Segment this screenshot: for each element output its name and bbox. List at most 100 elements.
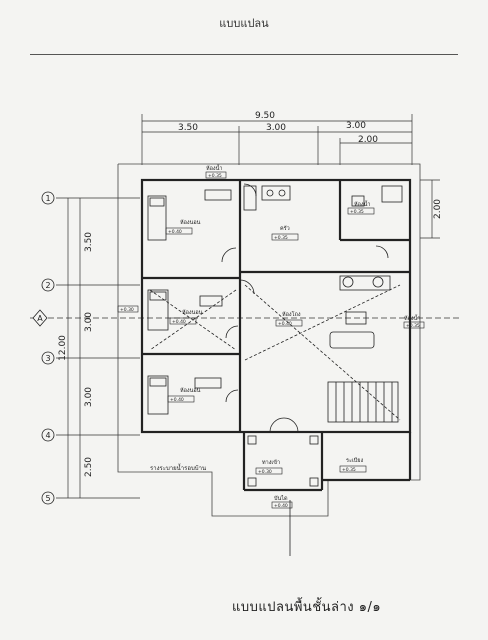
- door-swing-bath: [375, 245, 389, 259]
- dim-left-seg-3: 3.00: [84, 387, 94, 407]
- axis-bubble-1: [41, 191, 55, 205]
- axis-bubble-4: [41, 428, 55, 442]
- level-tag-bed3-box: [167, 395, 195, 403]
- door-swing-bed3: [225, 389, 239, 403]
- door-swing-bed2: [225, 325, 239, 339]
- gutter-note: รางระบายน้ำรอบบ้าน: [150, 462, 206, 472]
- basin: [381, 185, 403, 203]
- level-entry: +0.30: [258, 469, 272, 475]
- dim-top-seg-1: 3.50: [178, 123, 198, 133]
- stair: [327, 381, 399, 423]
- laundry-counter: [339, 275, 391, 291]
- dim-top-seg-2: 3.00: [266, 123, 286, 133]
- level-bath-c: +0.35: [406, 323, 420, 329]
- exterior-wall: [140, 178, 412, 434]
- level-tag-entry-box: [255, 467, 283, 475]
- room-bathroom-3: ห้องน้ำ: [404, 314, 420, 322]
- level-bed2: +0.40: [172, 319, 186, 325]
- level-tag-stair-box: [271, 501, 293, 509]
- bed-3: [147, 375, 169, 415]
- dim-top-seg-3: 3.00: [346, 121, 366, 131]
- level-bath-b: +0.35: [208, 173, 222, 179]
- level-tag-bath-a-box: [205, 171, 227, 179]
- toilet: [351, 195, 365, 207]
- axis-label-2: 2: [45, 281, 50, 290]
- ceiling-line-2: [149, 289, 237, 351]
- title-divider: [30, 54, 458, 55]
- dim-left-seg-4: 2.50: [84, 457, 94, 477]
- entry-door-swing: [269, 417, 299, 433]
- section-label-a: A: [37, 314, 43, 323]
- axis-bubble-2: [41, 278, 55, 292]
- level-tag-bed2-box: [169, 317, 197, 325]
- sink-bowl: [372, 276, 384, 288]
- level-tag-bath-box: [347, 207, 375, 215]
- axis-label-3: 3: [45, 354, 50, 363]
- level-tag-living-box: [275, 319, 303, 327]
- column-3: [247, 477, 257, 487]
- dim-right-segment: 2.00: [358, 135, 378, 145]
- drawing-caption: แบบแปลนพื้นชั้นล่าง ๑/๑: [232, 600, 382, 615]
- level-bed1: +0.40: [168, 229, 182, 235]
- door-swing-bed1: [221, 247, 237, 263]
- dim-left-total: 12.00: [58, 335, 68, 361]
- level-bath-a: +0.35: [350, 209, 364, 215]
- level-tag-side-box: [117, 305, 139, 313]
- dim-left-seg-1: 3.50: [84, 232, 94, 252]
- bed-1: [147, 195, 167, 241]
- stove-burner-2: [278, 189, 286, 197]
- level-stair: +0.40: [274, 503, 288, 509]
- room-bedroom-1: ห้องนอน: [180, 219, 201, 226]
- level-porch: +0.35: [342, 467, 356, 473]
- column-4: [309, 477, 319, 487]
- stair-treads: [335, 382, 393, 422]
- room-living: ห้องโถง: [282, 310, 301, 318]
- bed-2: [147, 289, 169, 331]
- level-side: +0.30: [120, 307, 134, 313]
- level-tag-porch-box: [339, 465, 367, 473]
- pillow-2: [149, 291, 167, 301]
- kitchen-counter: [261, 185, 291, 201]
- dim-right-side: 2.00: [433, 199, 443, 219]
- room-porch: ระเบียง: [346, 457, 364, 464]
- sheet-title: แบบแปลน: [219, 17, 269, 30]
- level-bed3: +0.40: [170, 397, 184, 403]
- washer: [342, 276, 354, 288]
- room-bedroom-2: ห้องนอน: [182, 309, 203, 316]
- stove-burner-1: [266, 189, 274, 197]
- wardrobe-1: [204, 189, 232, 201]
- eave-outline: [117, 163, 421, 517]
- column-1: [247, 435, 257, 445]
- level-kitchen: +0.35: [274, 235, 288, 241]
- sofa: [329, 331, 375, 349]
- axis-bubble-5: [41, 491, 55, 505]
- room-bathroom-1: ห้องน้ำ: [354, 200, 370, 208]
- level-tag-kitchen-box: [271, 233, 299, 241]
- room-front-porch: ทางเข้า: [262, 459, 280, 466]
- dim-left-seg-2: 3.00: [84, 312, 94, 332]
- wardrobe-2: [199, 295, 223, 307]
- room-bedroom-3: ห้องนอน: [180, 387, 201, 394]
- pillow-3: [149, 377, 167, 387]
- pillow-1: [149, 197, 165, 207]
- column-2: [309, 435, 319, 445]
- ceiling-line-3: [244, 284, 401, 361]
- coffee-table: [345, 311, 367, 325]
- dim-overall: 9.50: [255, 111, 275, 121]
- ceiling-line-4: [244, 284, 401, 421]
- fridge: [243, 185, 257, 211]
- axis-label-5: 5: [45, 494, 50, 503]
- wardrobe-3: [194, 377, 222, 389]
- axis-bubble-3: [41, 351, 55, 365]
- level-tag-bed1-box: [165, 227, 193, 235]
- section-marker-a: [32, 309, 48, 327]
- room-stair: บันได: [274, 495, 288, 502]
- room-kitchen: ครัว: [280, 225, 290, 232]
- axis-label-1: 1: [45, 194, 50, 203]
- level-living: +0.40: [278, 321, 292, 327]
- level-tag-bath-c-box: [403, 321, 425, 329]
- axis-label-4: 4: [45, 431, 50, 440]
- room-bathroom-2: ห้องน้ำ: [206, 164, 222, 172]
